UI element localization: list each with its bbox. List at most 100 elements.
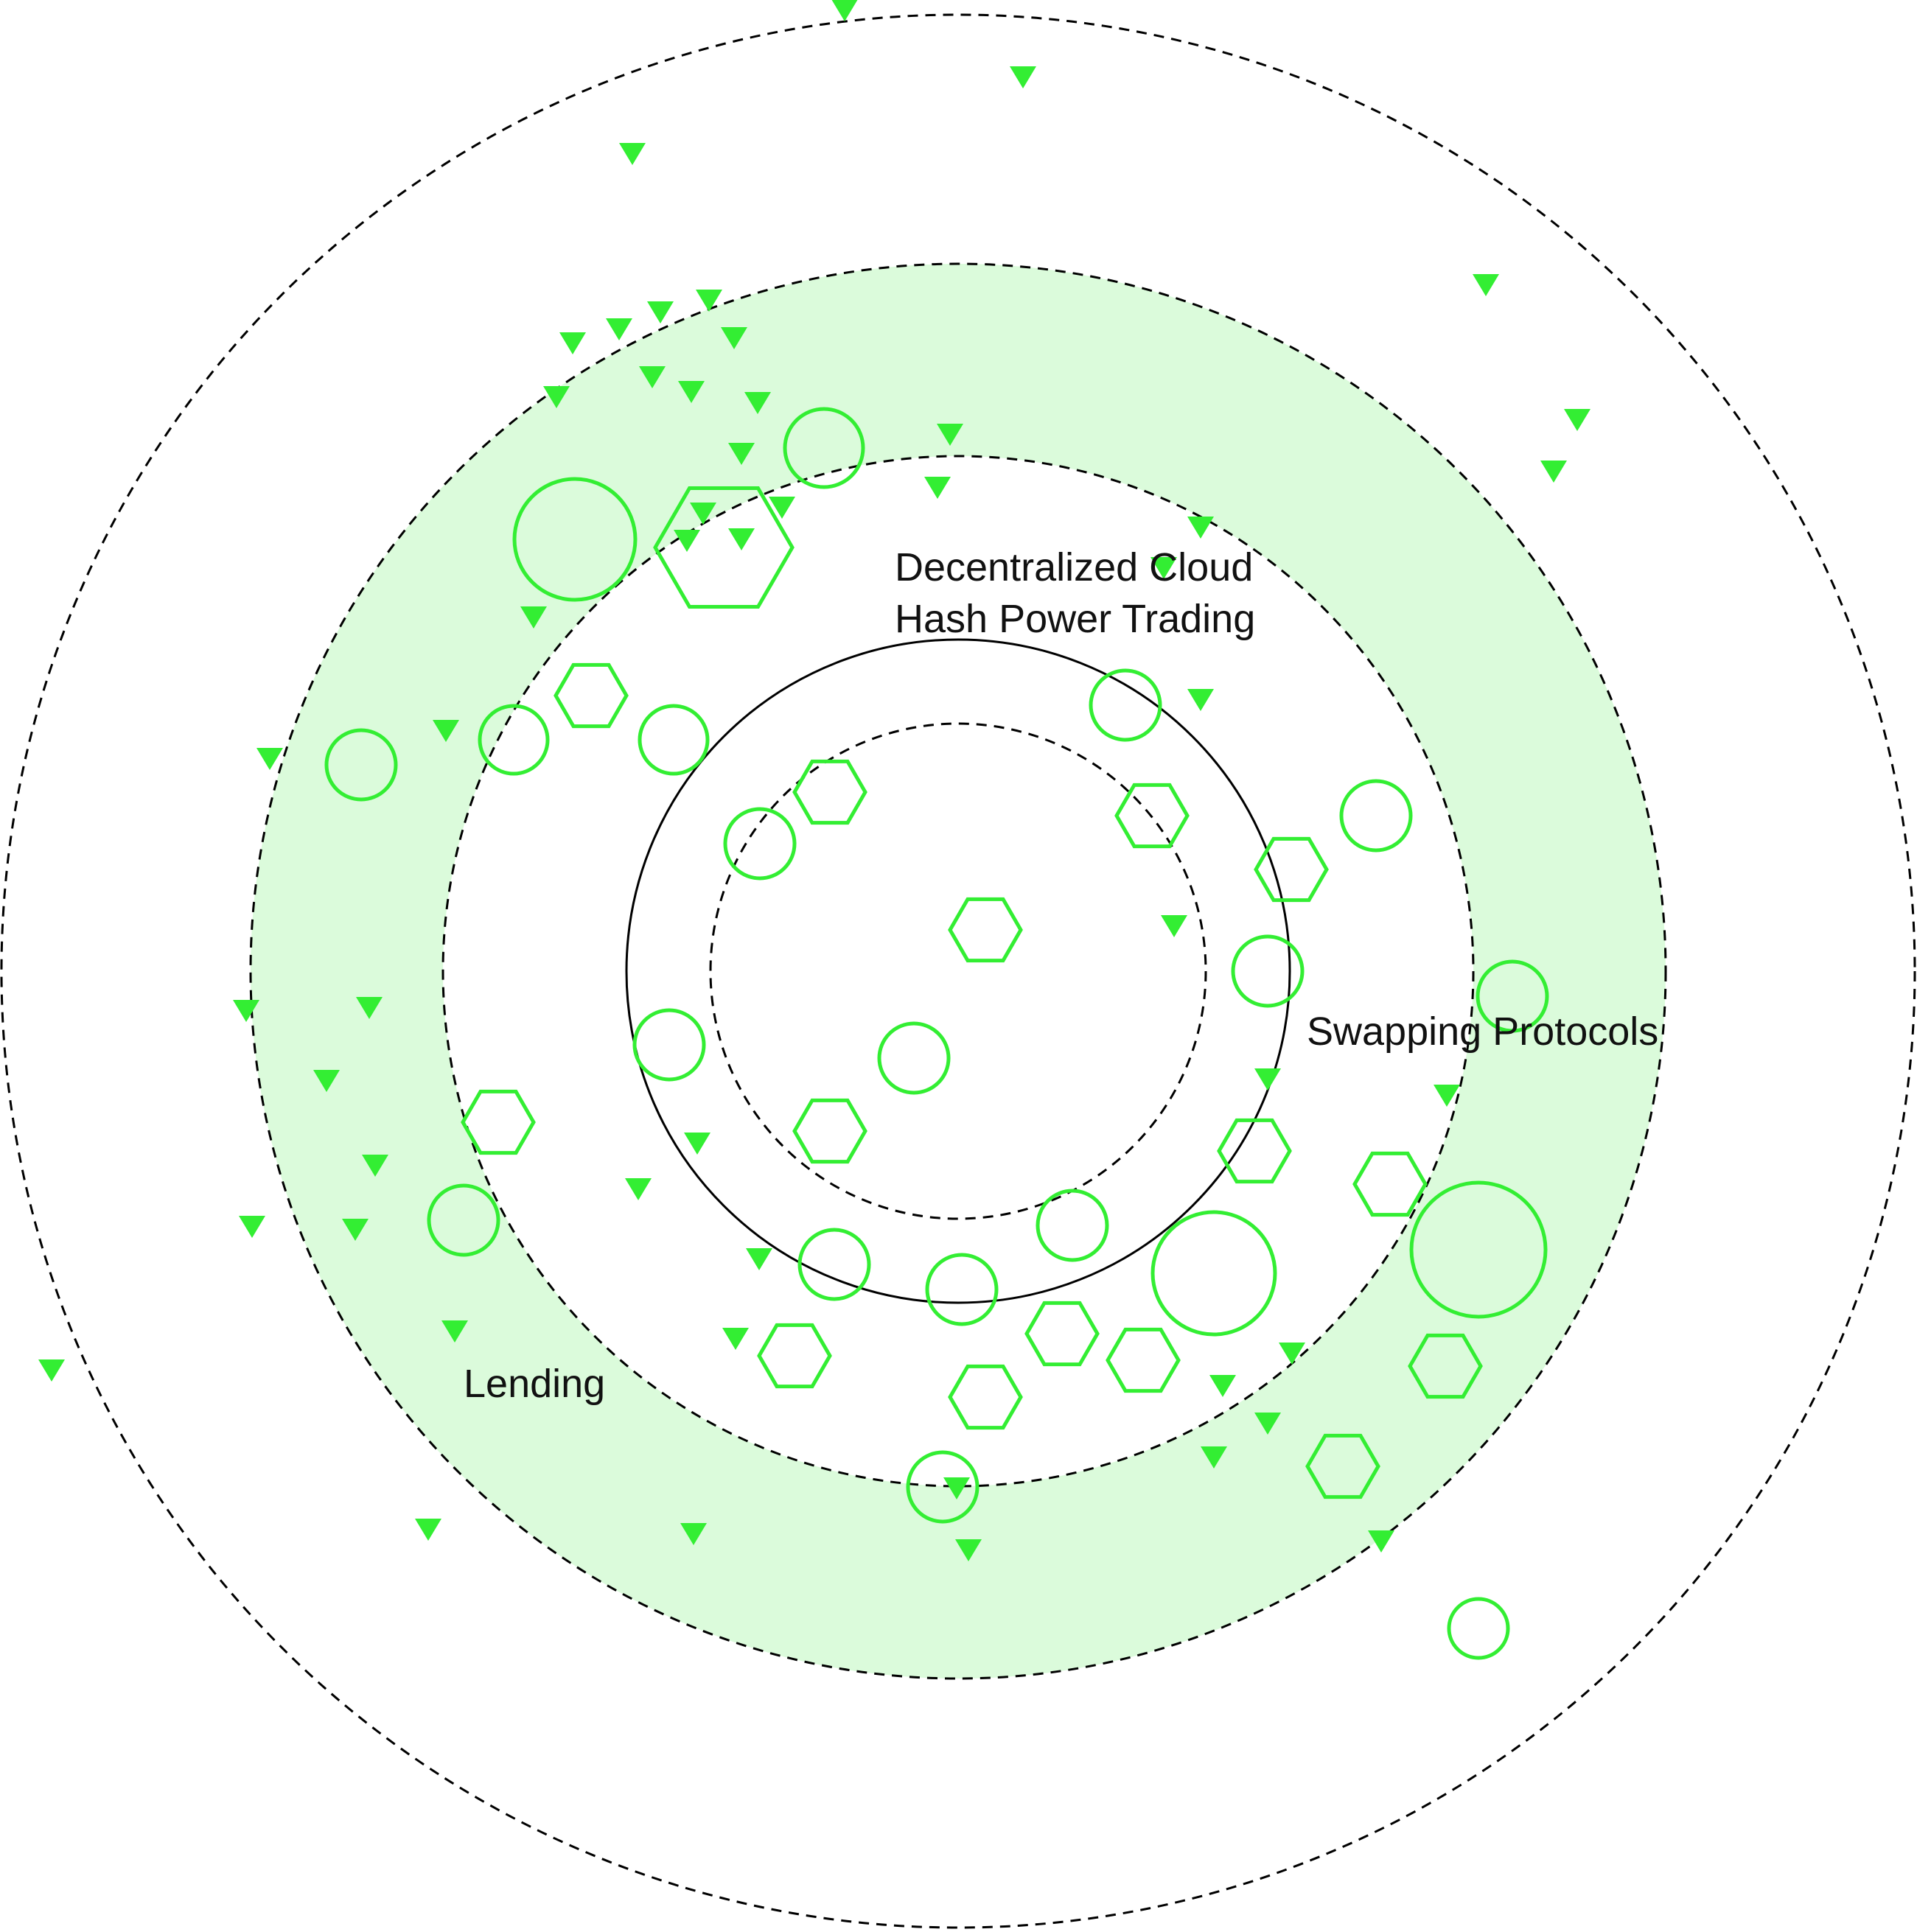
hexagon-icon [1352, 1151, 1428, 1217]
triangle-icon [831, 0, 858, 21]
circle-icon [427, 1183, 500, 1257]
triangle-icon [1209, 1375, 1236, 1397]
triangle-icon [1434, 1085, 1460, 1107]
labels: Decentralized Cloud Hash Power Trading S… [464, 545, 1658, 1406]
hexagon-icon [948, 1364, 1023, 1430]
hexagon-icon [948, 897, 1023, 963]
circle-icon [1409, 1180, 1548, 1319]
triangle-icon [433, 720, 459, 742]
triangle-icon [1564, 409, 1590, 431]
circle-icon [1447, 1597, 1510, 1660]
label-cloud-line2: Hash Power Trading [895, 597, 1255, 641]
circle-icon [723, 807, 797, 881]
label-lending: Lending [464, 1362, 605, 1406]
triangle-icon [256, 748, 283, 770]
circle-icon [632, 1008, 706, 1082]
triangle-icon [38, 1359, 65, 1382]
triangle-icon [559, 332, 586, 354]
rings [0, 13, 1916, 1929]
hexagon-icon [1408, 1333, 1483, 1399]
triangle-icon [690, 503, 716, 525]
triangle-icon [1201, 1446, 1227, 1469]
triangle-icon [239, 1216, 265, 1238]
hexagon-icon [653, 486, 795, 609]
triangle-icon [415, 1519, 441, 1541]
hexagon-icon [1217, 1118, 1292, 1184]
triangle-icon [1540, 461, 1567, 483]
outer-dashed-ring [0, 13, 1916, 1929]
triangle-icon [684, 1133, 710, 1155]
triangle-icon [1254, 1413, 1281, 1435]
band-outer-dashed-ring [249, 262, 1667, 1680]
triangle-icon [1150, 557, 1177, 579]
circle-icon [906, 1450, 980, 1524]
triangle-icon [520, 606, 547, 629]
triangle-icon [937, 424, 963, 446]
circle-icon [1150, 1210, 1277, 1337]
triangle-icon [721, 327, 747, 349]
inner-solid-ring [625, 638, 1291, 1304]
triangle-icon [1187, 689, 1214, 711]
triangle-icon [1473, 274, 1499, 296]
triangle-icon [696, 290, 722, 312]
circle-icon [783, 407, 865, 489]
triangle-icon [356, 997, 383, 1019]
triangle-icon [342, 1219, 369, 1241]
triangle-icon [543, 386, 570, 408]
triangle-icon [746, 1248, 772, 1270]
triangle-icon [1254, 1068, 1281, 1091]
circle-icon [324, 728, 398, 802]
circle-icon [1339, 779, 1413, 853]
triangle-icon [769, 497, 795, 519]
triangle-icon [728, 528, 755, 550]
triangle-icon [955, 1539, 982, 1561]
triangle-icon [674, 530, 700, 552]
triangle-icon [647, 301, 674, 323]
circle-icon [512, 477, 638, 602]
triangle-icon [744, 392, 771, 414]
triangle-icon [1187, 517, 1214, 539]
triangle-icon [1279, 1343, 1305, 1365]
circle-icon [877, 1021, 951, 1095]
circle-icon [925, 1253, 999, 1326]
hexagon-icon [1254, 836, 1329, 903]
hexagon-icon [461, 1089, 536, 1155]
hexagon-icon [1024, 1301, 1100, 1367]
label-swapping: Swapping Protocols [1307, 1009, 1658, 1054]
triangle-icon [441, 1320, 468, 1343]
triangle-icon [924, 477, 951, 499]
triangle-icon [362, 1155, 388, 1177]
triangle-icon [639, 366, 666, 388]
triangle-icon [619, 143, 646, 165]
hexagon-icon [792, 1098, 867, 1164]
triangle-icon [722, 1328, 749, 1350]
triangle-icon [728, 443, 755, 465]
triangle-icon [1161, 915, 1187, 937]
hexagon-icon [792, 759, 867, 825]
triangle-icon [233, 1000, 259, 1022]
triangle-icon [1010, 66, 1036, 88]
triangle-icon [678, 381, 705, 403]
hexagon-icon [1106, 1327, 1181, 1393]
triangle-icon [606, 318, 632, 340]
band-inner-dashed-ring [441, 455, 1475, 1488]
circle-icon [1089, 668, 1162, 742]
label-cloud-line1: Decentralized Cloud [895, 545, 1253, 589]
shaded-ring-band [251, 264, 1666, 1679]
hexagon-icon [554, 662, 629, 729]
triangle-icon [625, 1178, 652, 1200]
marker-layer [38, 0, 1590, 1660]
hexagon-icon [757, 1323, 832, 1389]
triangle-icon [680, 1523, 707, 1545]
triangle-icon [1368, 1530, 1394, 1553]
circle-icon [638, 704, 710, 776]
hexagon-icon [1305, 1433, 1380, 1499]
circle-icon [1476, 959, 1549, 1033]
hexagon-icon [1114, 783, 1190, 849]
triangle-icon [313, 1070, 340, 1092]
circle-icon [478, 704, 550, 776]
triangle-icon [943, 1477, 970, 1499]
circle-icon [1036, 1189, 1109, 1262]
circle-icon [797, 1228, 871, 1301]
